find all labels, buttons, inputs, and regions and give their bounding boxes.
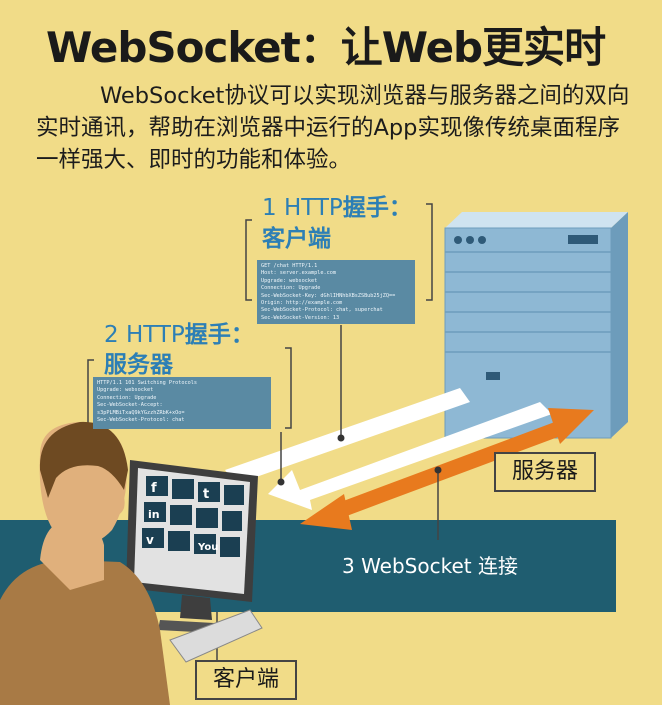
server-handshake-bold: 握手： [184,322,254,348]
code-line: Sec-WebSocket-Version: 13 [261,314,340,321]
client-handshake-role: 客户端 [262,226,331,252]
code-line: s3pPLMBiTxaQ9kYGzzhZRbK+xOo= [97,409,185,416]
websocket-connection-label: 3 WebSocket 连接 [342,554,518,578]
code-line: Sec-WebSocket-Protocol: chat [97,417,185,424]
code-line: Origin: http://example.com [261,300,343,307]
server-response-arrow [268,402,552,510]
intro-paragraph: WebSocket协议可以实现浏览器与服务器之间的双向实时通讯，帮助在浏览器中运… [36,83,630,173]
server-handshake-prefix: 2 HTTP [104,322,185,348]
server-icon [444,212,628,439]
client-user-icon [0,421,170,705]
svg-text:v: v [146,533,154,547]
client-request-arrow [225,388,470,484]
svg-text:f: f [151,481,157,496]
flickr-icon [172,479,194,499]
keyboard-icon [169,609,263,663]
vimeo-icon [142,528,164,548]
code-line: Connection: Upgrade [97,394,157,401]
code-line: HTTP/1.1 101 Switching Protocols [97,380,197,386]
code-line: Sec-WebSocket-Protocol: chat, superchat [261,307,383,314]
server-handshake-heading: 2 HTTP握手： [104,320,254,350]
code-line: Host: server.example.com [261,270,336,277]
youtube-icon [194,534,216,554]
code-line: Upgrade: websocket [97,387,154,394]
delicious-icon [196,508,218,528]
myspace-icon [222,511,242,531]
code-line: Sec-WebSocket-Key: dGhlIHNhbXBsZSBub25jZ… [261,292,396,299]
svg-text:You: You [197,542,218,553]
client-handshake-prefix: 1 HTTP [262,195,343,221]
client-label: 客户端 [195,660,297,700]
svg-text:t: t [203,487,209,502]
blogger-icon [220,537,240,557]
websocket-bidirectional-arrow [300,408,594,530]
server-handshake-role: 服务器 [104,352,173,378]
client-handshake-heading: 1 HTTP握手： [262,193,412,223]
code-line: Sec-WebSocket-Accept: [97,402,163,409]
twitter-icon [224,485,244,505]
svg-text:in: in [148,508,160,521]
linkedin-icon [144,502,166,522]
code-line: GET /chat HTTP/1.1 [261,263,318,269]
code-line: Connection: Upgrade [261,285,321,292]
facebook-icon [146,476,168,496]
social-icons-grid: f t in v You [142,476,244,557]
mail-icon [170,505,192,525]
code-line: Upgrade: websocket [261,277,318,284]
tumblr-icon [198,482,220,502]
server-label: 服务器 [494,452,596,492]
page-title: WebSocket：让Web更实时 [46,23,606,72]
stumbleupon-icon [168,531,190,551]
client-handshake-bold: 握手： [342,195,412,221]
